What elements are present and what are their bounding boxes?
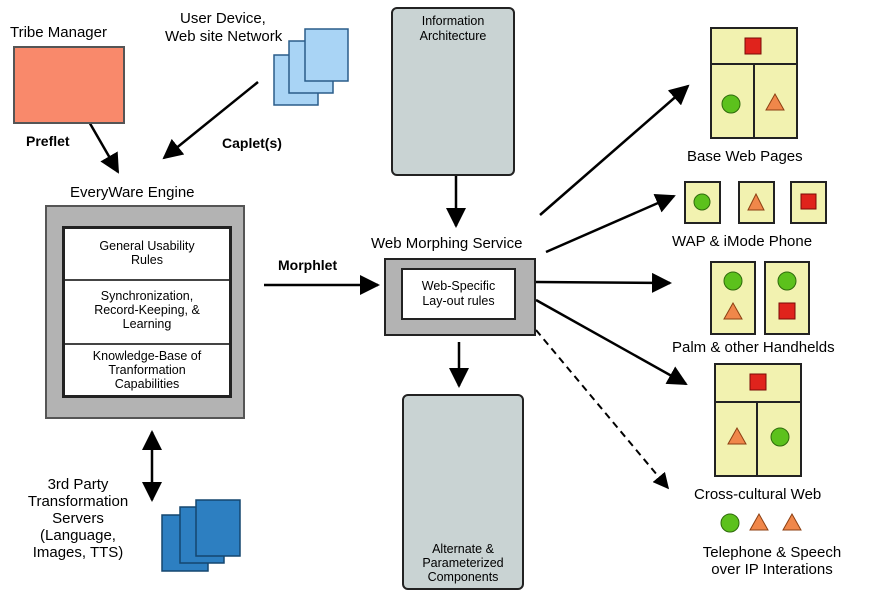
information-architecture-panel [391, 7, 515, 176]
third-party-label: 3rd Party Transformation Servers (Langua… [27, 476, 129, 561]
tribe-manager-label: Tribe Manager [10, 24, 107, 41]
wap-imode-label: WAP & iMode Phone [672, 233, 813, 250]
arrow-to-cross-cultural [535, 298, 688, 386]
user-device-document-icon [273, 28, 349, 106]
morphlet-label: Morphlet [278, 257, 338, 273]
cross-cultural-layout [714, 363, 802, 477]
components-panel [402, 394, 524, 590]
user-device-label: User Device, [180, 10, 266, 27]
wap-phones [684, 181, 827, 224]
palm-handhelds-label: Palm & other Handhelds [672, 339, 835, 356]
information-architecture-title: Information Architecture [419, 14, 487, 43]
palm-handhelds [710, 261, 810, 335]
web-specific-rules-panel: Web-Specific Lay-out rules [401, 268, 516, 320]
arrow-preflet [86, 119, 120, 174]
base-web-pages-label: Base Web Pages [687, 148, 803, 165]
arrow-caplets [162, 81, 259, 160]
caplets-label: Caplet(s) [222, 135, 282, 151]
arrow-to-base-web [539, 84, 690, 216]
components-label: Alternate & Parameterized Components [422, 542, 504, 584]
tribe-manager-box [13, 46, 125, 124]
arrow-to-palm [535, 272, 672, 293]
third-party-document-icon [161, 499, 241, 572]
telephone-label: Telephone & Speech over IP Interations [702, 544, 842, 578]
website-network-label: Web site Network [165, 28, 283, 45]
base-web-pages-layout [710, 27, 798, 139]
preflet-label: Preflet [26, 133, 70, 149]
arrow-to-telephone [535, 329, 670, 490]
cross-cultural-label: Cross-cultural Web [694, 486, 822, 503]
arrow-to-wap [545, 194, 676, 254]
web-morphing-service-label: Web Morphing Service [371, 235, 523, 252]
everyware-engine-label: EveryWare Engine [70, 184, 195, 201]
telephone-shapes [720, 512, 802, 533]
rule-synchronization: Synchronization,Record-Keeping, &Learnin… [65, 285, 229, 345]
